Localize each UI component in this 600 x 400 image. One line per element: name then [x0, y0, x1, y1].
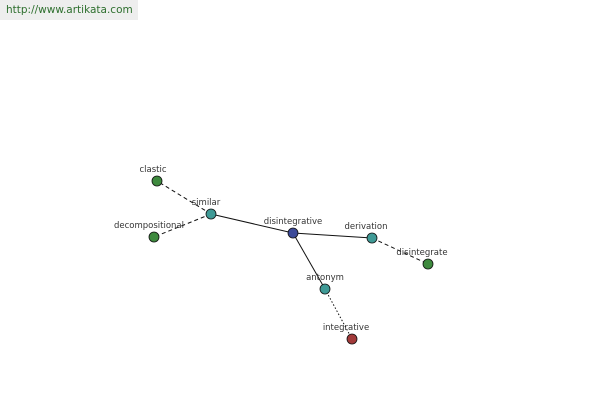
edge-disintegrative-antonym: [292, 232, 326, 290]
source-url-banner[interactable]: http://www.artikata.com: [0, 0, 138, 20]
node-circle-clastic[interactable]: [151, 175, 163, 187]
node-circle-disintegrate[interactable]: [422, 258, 434, 270]
node-label-antonym: antonym: [306, 273, 344, 283]
edge-similar-clastic: [156, 180, 212, 215]
node-label-clastic: clastic: [139, 165, 166, 175]
edge-derivation-disintegrate: [371, 237, 429, 265]
node-disintegrative[interactable]: disintegrative: [264, 217, 323, 239]
node-label-integrative: integrative: [323, 323, 369, 333]
node-circle-antonym[interactable]: [319, 283, 331, 295]
node-derivation[interactable]: derivation: [344, 222, 388, 244]
node-decompositional[interactable]: decompositional: [114, 221, 184, 243]
edge-disintegrative-derivation: [292, 232, 373, 239]
node-circle-integrative[interactable]: [346, 333, 358, 345]
node-label-derivation: derivation: [344, 222, 387, 232]
node-circle-similar[interactable]: [205, 208, 217, 220]
node-antonym[interactable]: antonym: [306, 273, 344, 295]
node-clastic[interactable]: clastic: [139, 165, 167, 187]
node-label-disintegrate: disintegrate: [396, 248, 447, 258]
edge-disintegrative-similar: [210, 213, 294, 234]
edge-similar-decompositional: [153, 213, 212, 238]
edges-layer: [153, 180, 429, 340]
node-similar[interactable]: similar: [192, 198, 221, 220]
node-circle-disintegrative[interactable]: [287, 227, 299, 239]
node-circle-derivation[interactable]: [366, 232, 378, 244]
node-disintegrate[interactable]: disintegrate: [396, 248, 448, 270]
node-circle-decompositional[interactable]: [148, 231, 160, 243]
node-label-similar: similar: [192, 198, 221, 208]
node-label-disintegrative: disintegrative: [264, 217, 323, 227]
node-integrative[interactable]: integrative: [323, 323, 369, 345]
node-label-decompositional: decompositional: [114, 221, 184, 231]
edge-antonym-integrative: [324, 288, 353, 340]
nodes-layer: disintegrative similar derivation antonym cl…: [114, 165, 448, 345]
